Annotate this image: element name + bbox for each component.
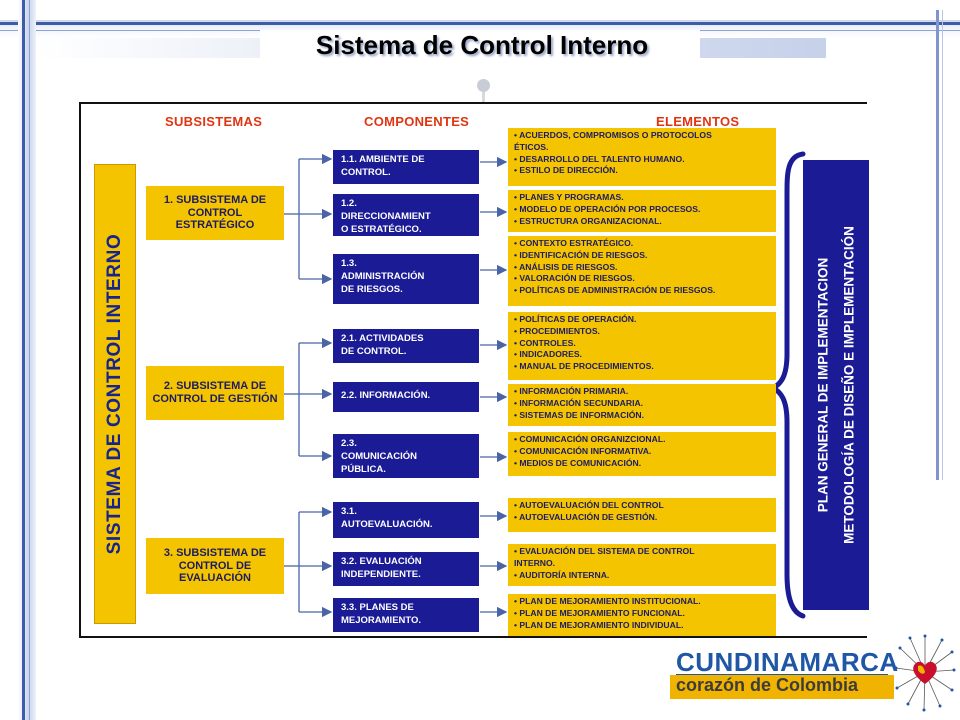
element-line: • ESTRUCTURA ORGANIZACIONAL. bbox=[514, 215, 662, 226]
component-1-1: 1.1. AMBIENTE DE CONTROL. bbox=[333, 150, 479, 184]
element-line: • ACUERDOS, COMPROMISOS O PROTOCOLOS bbox=[514, 130, 712, 140]
elements-1-3: • CONTEXTO ESTRATÉGICO. • IDENTIFICACIÓN… bbox=[508, 236, 776, 306]
element-line: • AUDITORÍA INTERNA. bbox=[514, 569, 610, 580]
component-3-1: 3.1. AUTOEVALUACIÓN. bbox=[333, 502, 479, 538]
system-label-bar: SISTEMA DE CONTROL INTERNO bbox=[94, 164, 136, 624]
component-2-2: 2.2. INFORMACIÓN. bbox=[333, 382, 479, 412]
element-line: • COMUNICACIÓN ORGANIZCIONAL. bbox=[514, 434, 666, 444]
subsystem-label: 1. SUBSISTEMA DE CONTROL ESTRATÉGICO bbox=[163, 194, 267, 232]
element-line: • VALORACIÓN DE RIESGOS. bbox=[514, 273, 635, 284]
component-label: 2.1. ACTIVIDADES DE CONTROL. bbox=[341, 333, 424, 357]
element-line: • CONTEXTO ESTRATÉGICO. bbox=[514, 238, 634, 248]
element-line: • AUTOEVALUACIÓN DE GESTIÓN. bbox=[514, 511, 658, 522]
slide-left-band bbox=[18, 0, 36, 720]
component-label: 2.2. INFORMACIÓN. bbox=[341, 390, 431, 401]
element-line: ÉTICOS. bbox=[514, 141, 549, 152]
elements-1-2: • PLANES Y PROGRAMAS. • MODELO DE OPERAC… bbox=[508, 190, 776, 232]
element-line: • INDICADORES. bbox=[514, 349, 582, 360]
component-label: 3.1. AUTOEVALUACIÓN. bbox=[341, 506, 433, 530]
slide-right-rule bbox=[936, 10, 939, 480]
plan-label: PLAN GENERAL DE IMPLEMENTACION bbox=[815, 257, 831, 513]
element-line: INTERNO. bbox=[514, 557, 556, 568]
elements-2-1: • POLÍTICAS DE OPERACIÓN. • PROCEDIMIENT… bbox=[508, 312, 776, 380]
subsystem-label: 3. SUBSISTEMA DE CONTROL DE EVALUACIÓN bbox=[163, 547, 267, 585]
element-line: • ESTILO DE DIRECCIÓN. bbox=[514, 165, 618, 176]
element-line: • PLANES Y PROGRAMAS. bbox=[514, 192, 624, 202]
component-label: 1.2. DIRECCIONAMIENT O ESTRATÉGICO. bbox=[341, 198, 431, 235]
header-subsystems: SUBSISTEMAS bbox=[165, 114, 263, 129]
element-line: • DESARROLLO DEL TALENTO HUMANO. bbox=[514, 153, 685, 164]
element-line: • INFORMACIÓN PRIMARIA. bbox=[514, 386, 629, 396]
elements-2-2: • INFORMACIÓN PRIMARIA. • INFORMACIÓN SE… bbox=[508, 384, 776, 426]
element-line: • INFORMACIÓN SECUNDARIA. bbox=[514, 397, 644, 408]
element-line: • MANUAL DE PROCEDIMIENTOS. bbox=[514, 361, 654, 372]
subsystem-label: 2. SUBSISTEMA DE CONTROL DE GESTIÓN bbox=[152, 380, 278, 405]
component-label: 3.2. EVALUACIÓN INDEPENDIENTE. bbox=[341, 556, 422, 580]
elements-3-1: • AUTOEVALUACIÓN DEL CONTROL • AUTOEVALU… bbox=[508, 498, 776, 532]
slide-top-rule bbox=[0, 22, 960, 25]
subsystem-evaluation: 3. SUBSISTEMA DE CONTROL DE EVALUACIÓN bbox=[146, 538, 284, 594]
element-line: • ANÁLISIS DE RIESGOS. bbox=[514, 261, 618, 272]
element-line: • MODELO DE OPERACIÓN POR PROCESOS. bbox=[514, 203, 701, 214]
component-label: 1.3. ADMINISTRACIÓN DE RIESGOS. bbox=[341, 258, 425, 295]
component-3-2: 3.2. EVALUACIÓN INDEPENDIENTE. bbox=[333, 552, 479, 586]
bullet-dot bbox=[477, 79, 490, 92]
component-1-3: 1.3. ADMINISTRACIÓN DE RIESGOS. bbox=[333, 254, 479, 304]
element-line: • AUTOEVALUACIÓN DEL CONTROL bbox=[514, 500, 664, 510]
element-line: • EVALUACIÓN DEL SISTEMA DE CONTROL bbox=[514, 546, 695, 556]
elements-2-3: • COMUNICACIÓN ORGANIZCIONAL. • COMUNICA… bbox=[508, 432, 776, 476]
element-line: • MEDIOS DE COMUNICACIÓN. bbox=[514, 457, 642, 468]
elements-3-2: • EVALUACIÓN DEL SISTEMA DE CONTROL INTE… bbox=[508, 544, 776, 586]
subsystem-management: 2. SUBSISTEMA DE CONTROL DE GESTIÓN bbox=[146, 366, 284, 420]
component-3-3: 3.3. PLANES DE MEJORAMIENTO. bbox=[333, 598, 479, 632]
implementation-plan-bar: PLAN GENERAL DE IMPLEMENTACION METODOLOG… bbox=[803, 160, 869, 610]
element-line: • SISTEMAS DE INFORMACIÓN. bbox=[514, 409, 645, 420]
system-label: SISTEMA DE CONTROL INTERNO bbox=[104, 233, 125, 555]
header-components: COMPONENTES bbox=[364, 114, 470, 129]
element-line: • POLÍTICAS DE ADMINISTRACIÓN DE RIESGOS… bbox=[514, 285, 716, 296]
component-label: 1.1. AMBIENTE DE CONTROL. bbox=[341, 154, 425, 178]
component-label: 3.3. PLANES DE MEJORAMIENTO. bbox=[341, 602, 422, 626]
elements-3-3: • PLAN DE MEJORAMIENTO INSTITUCIONAL. • … bbox=[508, 594, 776, 636]
bullet-stem bbox=[482, 92, 485, 104]
element-line: • PROCEDIMIENTOS. bbox=[514, 325, 600, 336]
slide-title: Sistema de Control Interno bbox=[315, 30, 649, 60]
component-label: 2.3. COMUNICACIÓN PÚBLICA. bbox=[341, 438, 417, 475]
slide-left-rule-thin bbox=[29, 0, 30, 720]
element-line: • PLAN DE MEJORAMIENTO FUNCIONAL. bbox=[514, 607, 685, 618]
logo-tagline-band bbox=[670, 675, 894, 699]
component-1-2: 1.2. DIRECCIONAMIENT O ESTRATÉGICO. bbox=[333, 194, 479, 236]
elements-1-1: • ACUERDOS, COMPROMISOS O PROTOCOLOS ÉTI… bbox=[508, 128, 776, 186]
component-2-1: 2.1. ACTIVIDADES DE CONTROL. bbox=[333, 329, 479, 363]
heart-emblem-icon bbox=[894, 634, 956, 712]
slide-right-rule-thin bbox=[942, 10, 943, 480]
element-line: • COMUNICACIÓN INFORMATIVA. bbox=[514, 445, 652, 456]
title-backdrop bbox=[260, 30, 700, 58]
slide-left-rule bbox=[22, 0, 25, 720]
logo-rule bbox=[676, 674, 888, 675]
element-line: • IDENTIFICACIÓN DE RIESGOS. bbox=[514, 249, 648, 260]
subsystem-strategic: 1. SUBSISTEMA DE CONTROL ESTRATÉGICO bbox=[146, 186, 284, 240]
control-system-diagram: SUBSISTEMAS COMPONENTES ELEMENTOS SISTEM… bbox=[79, 102, 869, 638]
logo-name: CUNDINAMARCA bbox=[676, 647, 899, 677]
element-line: • PLAN DE MEJORAMIENTO INDIVIDUAL. bbox=[514, 619, 684, 630]
component-2-3: 2.3. COMUNICACIÓN PÚBLICA. bbox=[333, 434, 479, 478]
element-line: • POLÍTICAS DE OPERACIÓN. bbox=[514, 314, 637, 324]
header-elements: ELEMENTOS bbox=[656, 114, 740, 129]
methodology-label: METODOLOGÍA DE DISEÑO E IMPLEMENTACIÓN bbox=[841, 226, 857, 544]
logo-tagline: corazón de Colombia bbox=[676, 675, 859, 695]
element-line: • PLAN DE MEJORAMIENTO INSTITUCIONAL. bbox=[514, 596, 701, 606]
element-line: • CONTROLES. bbox=[514, 337, 576, 348]
